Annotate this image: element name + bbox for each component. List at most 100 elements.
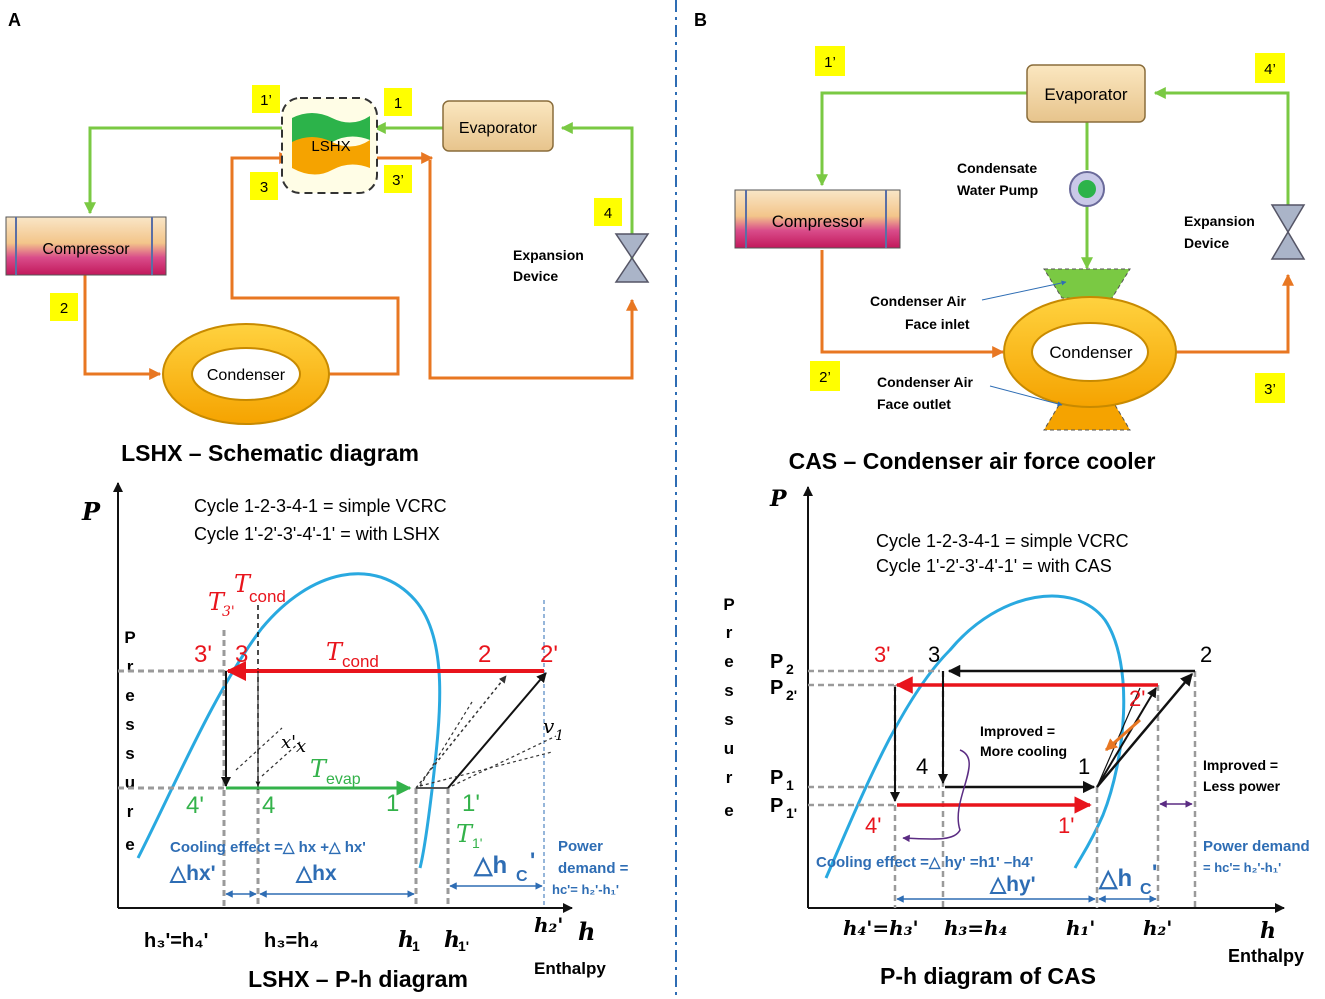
evaporator-label: Evaporator bbox=[459, 120, 538, 137]
ph-b-saturation-dome bbox=[824, 594, 1126, 879]
evaporator-box bbox=[1026, 64, 1146, 123]
ph-b-impr3: Improved = bbox=[1203, 757, 1278, 773]
ph-b-impr2: More cooling bbox=[980, 743, 1067, 759]
ph-a-tcond-mid: T bbox=[326, 638, 344, 666]
ph-a-x-quality-line bbox=[235, 727, 283, 771]
tag-box-4p bbox=[1255, 53, 1285, 83]
ph-a-xp: x' bbox=[281, 732, 296, 753]
ph-a-tick2: h₃=h₄ bbox=[264, 930, 319, 952]
ph-b-p2p-sub: 2' bbox=[786, 687, 797, 703]
ph-b-tick1: h₄'=h₃' bbox=[843, 916, 919, 940]
tag-box-2p bbox=[810, 361, 840, 391]
ph-a-dhc-sub: C bbox=[516, 868, 528, 885]
ph-a-t1p: T bbox=[456, 820, 474, 848]
ph-b-p1p-sub: 1' bbox=[786, 805, 797, 821]
pressure-letter: e bbox=[724, 652, 733, 671]
compressor-label: Compressor bbox=[772, 212, 865, 231]
ph-a-x-quality-line bbox=[261, 741, 301, 777]
ph-b-impr1: Improved = bbox=[980, 723, 1055, 739]
tag-3p: 3’ bbox=[392, 172, 404, 189]
ph-b-pressure-label: P r e s s u r e bbox=[723, 595, 734, 820]
valve-top bbox=[1270, 204, 1306, 234]
pressure-letter: P bbox=[124, 628, 135, 647]
pressure-letter: s bbox=[724, 681, 733, 700]
ph-b-tick4: h₂' bbox=[1143, 916, 1172, 940]
water-pump-core bbox=[1078, 180, 1096, 198]
ph-b-dhc: △h bbox=[1098, 865, 1132, 892]
tag-box-3p bbox=[1255, 373, 1285, 403]
ph-a-pressure-label: P r e s s u r e bbox=[124, 628, 135, 854]
ph-b-p2: P bbox=[770, 651, 783, 673]
panel-a-schematic: A LSHX Evaporator Compressor Condenser E… bbox=[5, 10, 650, 466]
evaporator-label: Evaporator bbox=[1044, 85, 1127, 104]
ph-a-saturation-dome bbox=[136, 572, 442, 869]
ph-a-power1: Power bbox=[558, 838, 603, 855]
ph-b-improve-arrow bbox=[1105, 718, 1141, 752]
ph-b-p1: P bbox=[770, 767, 783, 789]
flow-valve-to-evap bbox=[560, 122, 634, 268]
panel-a-ph-diagram: P h Enthalpy P r e s s u r e Cycle 1-2-3… bbox=[81, 482, 629, 992]
ph-b-x-label: h bbox=[1260, 918, 1276, 944]
tag-4p: 4’ bbox=[1264, 61, 1276, 78]
ph-a-cooling: Cooling effect =△ hx +△ hx' bbox=[170, 839, 366, 856]
ph-b-dhc-sub: C bbox=[1140, 881, 1152, 898]
ph-b-cooling-bracket bbox=[902, 749, 970, 843]
ph-a-v1-sub: 1 bbox=[555, 728, 564, 744]
pressure-letter: s bbox=[724, 710, 733, 729]
ph-a-t1p-sub: 1' bbox=[472, 835, 482, 851]
lshx-orange-band bbox=[292, 137, 370, 175]
ph-a-t3p: T bbox=[208, 588, 226, 616]
pressure-letter: r bbox=[127, 802, 134, 821]
ph-a-cycle1: Cycle 1-2-3-4-1 = simple VCRC bbox=[194, 496, 447, 516]
ph-a-tick3-sub: 1 bbox=[412, 938, 420, 954]
evaporator-box bbox=[442, 100, 554, 152]
ph-b-tick2: h₃=h₄ bbox=[944, 916, 1007, 940]
flow-lshx-to-compressor bbox=[84, 126, 290, 215]
ph-b-tick3: h₁' bbox=[1066, 916, 1095, 940]
tag-3p: 3’ bbox=[1264, 381, 1276, 398]
ph-b-pt4: 4 bbox=[916, 754, 928, 779]
ph-a-dot-line bbox=[419, 701, 473, 787]
tag-box-3 bbox=[250, 172, 278, 200]
pressure-letter: e bbox=[125, 835, 134, 854]
ph-b-p1-sub: 1 bbox=[786, 777, 794, 793]
schematic-b-title: CAS – Condenser air force cooler bbox=[789, 448, 1156, 474]
ph-a-x: x bbox=[296, 736, 306, 757]
exp-label-2: Device bbox=[1184, 235, 1229, 251]
ph-a-tick5: h₂' bbox=[534, 913, 563, 937]
ph-a-pt3: 3 bbox=[235, 641, 248, 668]
lshx-label: LSHX bbox=[311, 138, 350, 155]
pressure-letter: r bbox=[726, 623, 733, 642]
condenser-hole bbox=[1031, 322, 1149, 382]
ph-b-y-label: P bbox=[769, 486, 788, 512]
pressure-letter: P bbox=[723, 595, 734, 614]
ph-a-tick3: h bbox=[398, 927, 414, 953]
ph-b-cycle2: Cycle 1'-2'-3'-4'-1' = with CAS bbox=[876, 556, 1112, 576]
ph-a-compression-1p2p bbox=[447, 672, 547, 789]
ph-a-pt4: 4 bbox=[262, 792, 275, 819]
ph-a-x-label: h bbox=[578, 917, 595, 946]
ph-b-dhy: △hy' bbox=[989, 873, 1036, 896]
tag-1p: 1’ bbox=[824, 54, 836, 71]
flow-valve-to-evap bbox=[1153, 87, 1290, 228]
compressor-box bbox=[734, 189, 901, 249]
ph-a-tcond-top: T bbox=[234, 570, 252, 598]
tag-2p: 2’ bbox=[819, 369, 831, 386]
panel-b-schematic: B Evaporator Compressor Condensate Water… bbox=[694, 10, 1306, 474]
inlet-label-1: Condenser Air bbox=[870, 293, 966, 309]
valve-bottom bbox=[1270, 230, 1306, 260]
ph-a-cycle2: Cycle 1'-2'-3'-4'-1' = with LSHX bbox=[194, 524, 440, 544]
tag-box-1p bbox=[252, 85, 280, 113]
pressure-letter: r bbox=[127, 657, 134, 676]
condenser-label: Condenser bbox=[1049, 343, 1133, 362]
ph-b-pt3p: 3' bbox=[874, 642, 890, 667]
ph-b-power2: = hc'= h₂'-h₁' bbox=[1203, 860, 1281, 875]
ph-b-impr4: Less power bbox=[1203, 778, 1281, 794]
ph-a-dhc: △h bbox=[473, 852, 507, 879]
panel-b-letter: B bbox=[694, 10, 707, 30]
ph-a-pt4p: 4' bbox=[186, 792, 204, 819]
inlet-pointer bbox=[981, 280, 1067, 301]
ph-a-title: LSHX – P-h diagram bbox=[248, 966, 468, 992]
tag-4: 4 bbox=[604, 205, 612, 222]
ph-b-dhc-prime: ' bbox=[1152, 860, 1157, 885]
